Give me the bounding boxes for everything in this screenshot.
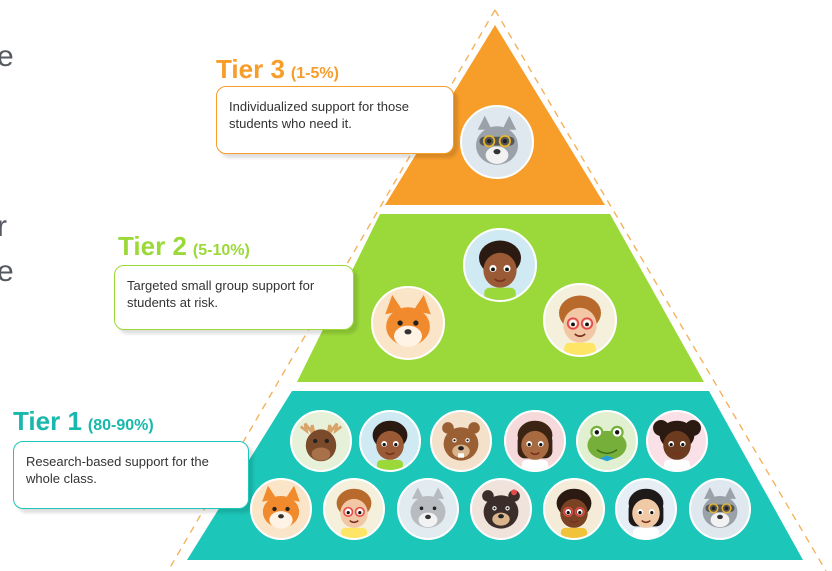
cut-off-text-2: r: [0, 210, 7, 243]
avatar-raccoon: [689, 478, 751, 540]
avatar-boy-curly: [543, 478, 605, 540]
avatar-boy: [359, 410, 421, 472]
tier-1-title: Tier 1 (80-90%): [13, 406, 154, 437]
avatar-raccoon: [460, 105, 534, 179]
avatar-girl-glasses: [323, 478, 385, 540]
cut-off-text-3: e: [0, 255, 14, 288]
tier-1-name: Tier 1: [13, 406, 82, 436]
tier-1-description: Research-based support for the whole cla…: [13, 441, 249, 509]
pyramid-right-dashed-edge: [494, 9, 827, 571]
tier-3-percent: (1-5%): [290, 65, 339, 82]
avatar-moose: [290, 410, 352, 472]
avatar-wolf: [397, 478, 459, 540]
avatar-girl-glasses: [543, 283, 617, 357]
avatar-fox: [250, 478, 312, 540]
tier-3-name: Tier 3: [216, 54, 285, 84]
tier-1-percent: (80-90%): [87, 417, 154, 434]
avatar-beaver: [430, 410, 492, 472]
tier-2-title: Tier 2 (5-10%): [118, 231, 250, 262]
tier-2-description: Targeted small group support for student…: [114, 265, 354, 330]
avatar-girl-puffs: [646, 410, 708, 472]
avatar-bear: [470, 478, 532, 540]
avatar-girl-dark-hair: [615, 478, 677, 540]
cut-off-text-1: e: [0, 40, 14, 73]
avatar-girl: [504, 410, 566, 472]
tier-2-name: Tier 2: [118, 231, 187, 261]
avatar-fox: [371, 286, 445, 360]
tier-3-title: Tier 3 (1-5%): [216, 54, 339, 85]
avatar-boy: [463, 228, 537, 302]
avatar-frog: [576, 410, 638, 472]
tier-2-percent: (5-10%): [192, 242, 250, 259]
tier-3-description: Individualized support for those student…: [216, 86, 454, 154]
